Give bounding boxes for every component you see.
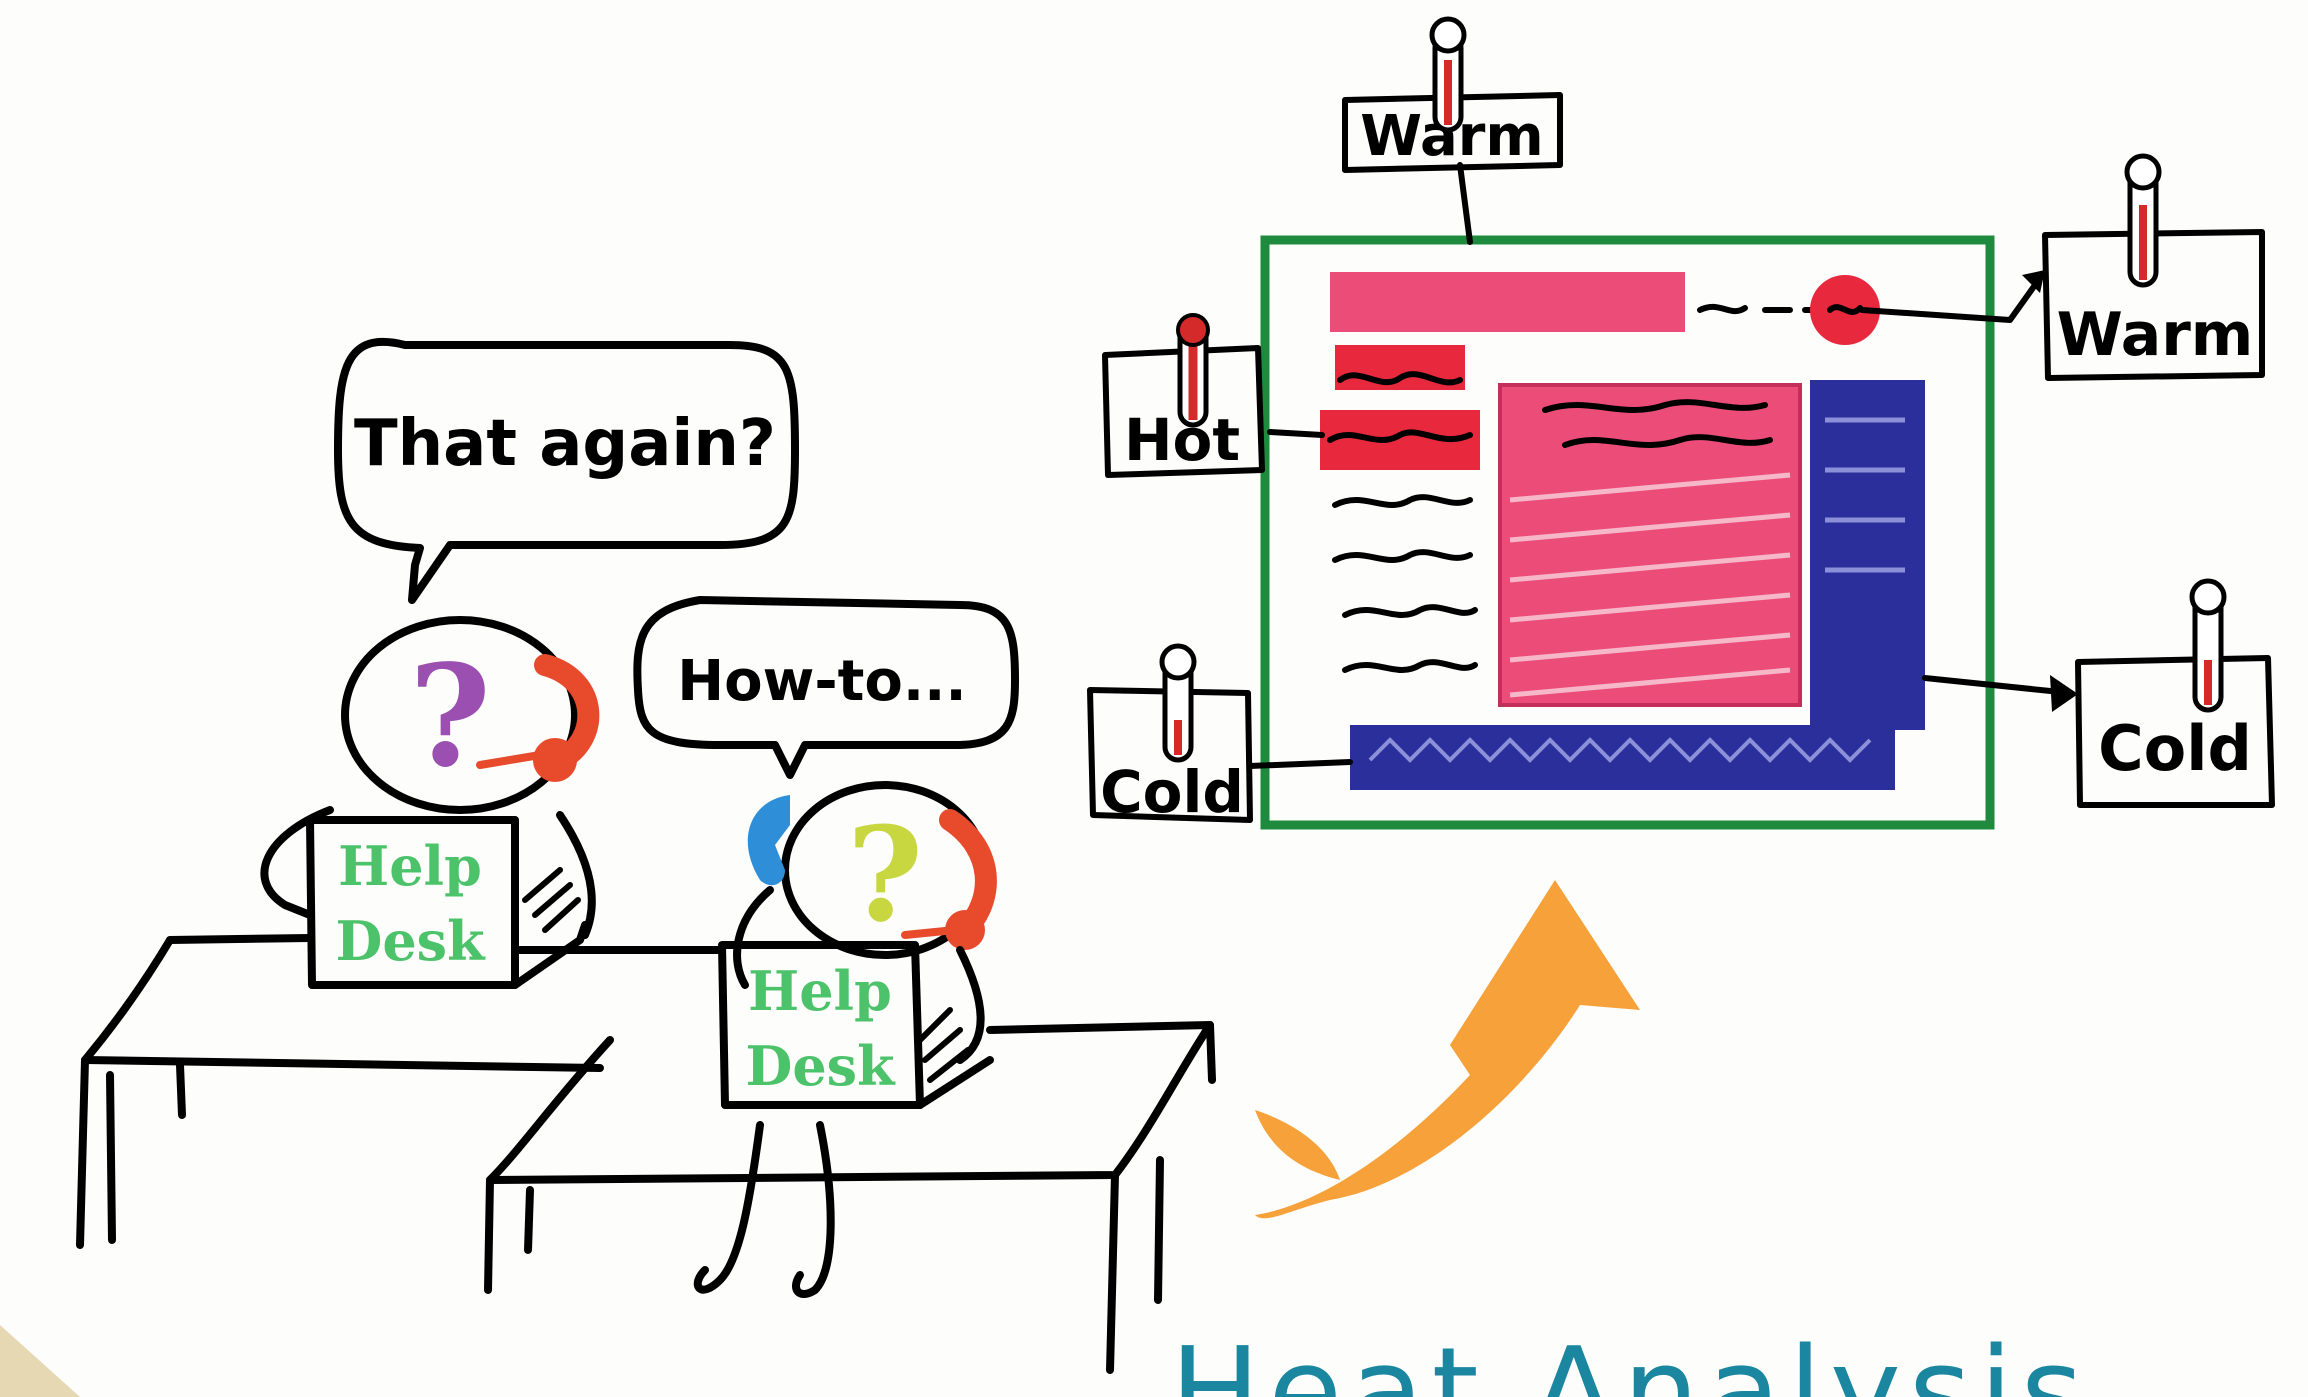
speech-bubble-right-text: How-to... <box>677 649 966 714</box>
question-mark-icon: ? <box>847 798 923 951</box>
thermometer-icon <box>1432 19 1464 130</box>
heat-block-cold <box>1810 380 1925 730</box>
heat-block-warm <box>1330 272 1685 332</box>
laptop-right-line1: Help <box>748 959 892 1023</box>
tag-hot: Hot <box>1105 315 1262 475</box>
tag-warm-top: Warm <box>1345 19 1560 170</box>
tag-cold-left-text: Cold <box>1100 758 1244 826</box>
thermometer-icon <box>2127 156 2159 285</box>
thermometer-icon <box>1162 646 1194 760</box>
phone-icon <box>748 795 790 885</box>
speech-bubble-right: How-to... <box>637 600 1015 775</box>
tag-warm-right-text: Warm <box>2057 300 2254 370</box>
tag-cold-left: Cold <box>1090 646 1250 826</box>
thermometer-icon <box>2192 581 2224 710</box>
tag-warm-right: Warm <box>2045 156 2262 378</box>
tag-cold-right-text: Cold <box>2098 712 2252 785</box>
laptop-right: Help Desk <box>722 945 990 1105</box>
laptop-left-line2: Desk <box>335 909 486 973</box>
laptop-left: Help Desk <box>310 820 585 985</box>
speech-bubble-left: That again? <box>338 342 795 600</box>
thermometer-icon <box>1178 315 1208 425</box>
laptop-right-line2: Desk <box>745 1034 896 1098</box>
help-desk-scene: That again? How-to... ? Help Desk <box>80 342 1640 1370</box>
curved-arrow-icon <box>1255 880 1640 1218</box>
laptop-left-line1: Help <box>338 834 482 898</box>
speech-bubble-left-text: That again? <box>354 407 776 481</box>
tag-cold-right: Cold <box>2078 581 2272 805</box>
heatmap-diagram: Warm Hot Cold <box>1090 19 2272 826</box>
footer-title: Heat Analysis <box>1170 1318 2091 1397</box>
corner-decoration <box>0 1325 80 1397</box>
question-mark-icon: ? <box>409 635 491 799</box>
